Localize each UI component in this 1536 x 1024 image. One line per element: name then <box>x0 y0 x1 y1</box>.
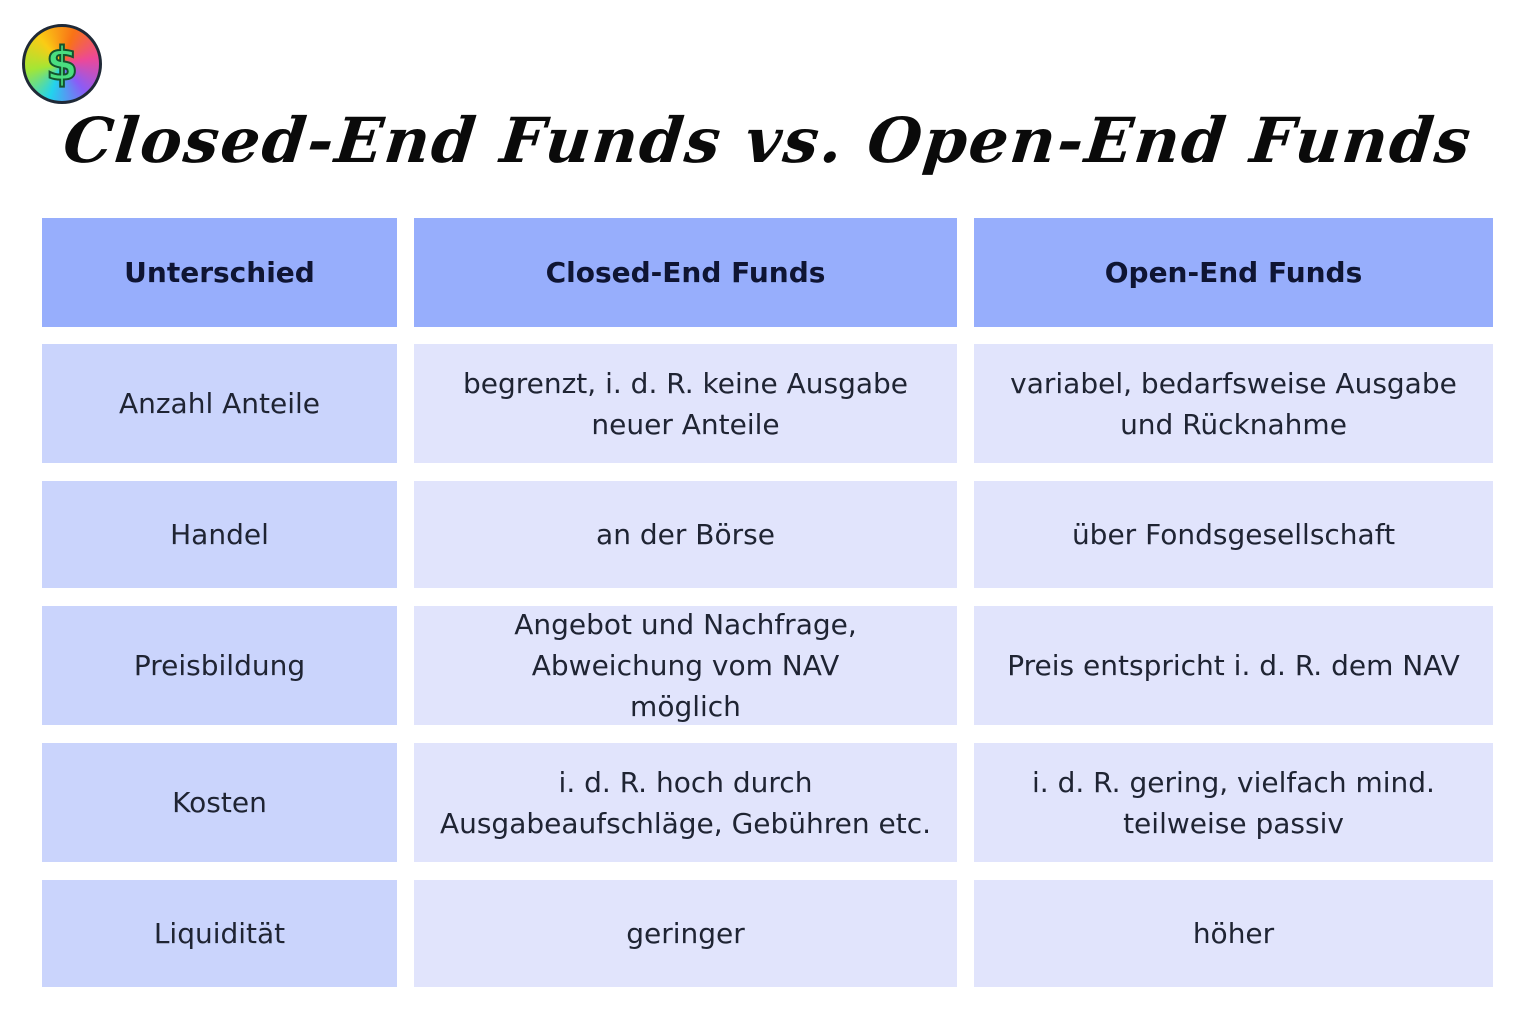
dollar-plant-icon: $ <box>22 24 102 104</box>
row-label: Anzahl Anteile <box>42 344 397 463</box>
open-end-cell: höher <box>974 880 1493 987</box>
closed-end-cell: an der Börse <box>414 481 957 588</box>
row-label: Preisbildung <box>42 606 397 725</box>
header-open-end: Open-End Funds <box>974 218 1493 327</box>
page-title: Closed-End Funds vs. Open-End Funds <box>60 104 1476 177</box>
closed-end-cell: geringer <box>414 880 957 987</box>
row-label: Kosten <box>42 743 397 862</box>
closed-end-cell: Angebot und Nachfrage, Abweichung vom NA… <box>414 606 957 725</box>
logo-glyph: $ <box>45 37 79 91</box>
open-end-cell: über Fondsgesellschaft <box>974 481 1493 588</box>
header-closed-end: Closed-End Funds <box>414 218 957 327</box>
row-label: Handel <box>42 481 397 588</box>
row-label: Liquidität <box>42 880 397 987</box>
closed-end-cell: begrenzt, i. d. R. keine Ausgabe neuer A… <box>414 344 957 463</box>
open-end-cell: i. d. R. gering, vielfach mind. teilweis… <box>974 743 1493 862</box>
closed-end-cell: i. d. R. hoch durch Ausgabeaufschläge, G… <box>414 743 957 862</box>
open-end-cell: variabel, bedarfsweise Ausgabe und Rückn… <box>974 344 1493 463</box>
open-end-cell: Preis entspricht i. d. R. dem NAV <box>974 606 1493 725</box>
header-unterschied: Unterschied <box>42 218 397 327</box>
